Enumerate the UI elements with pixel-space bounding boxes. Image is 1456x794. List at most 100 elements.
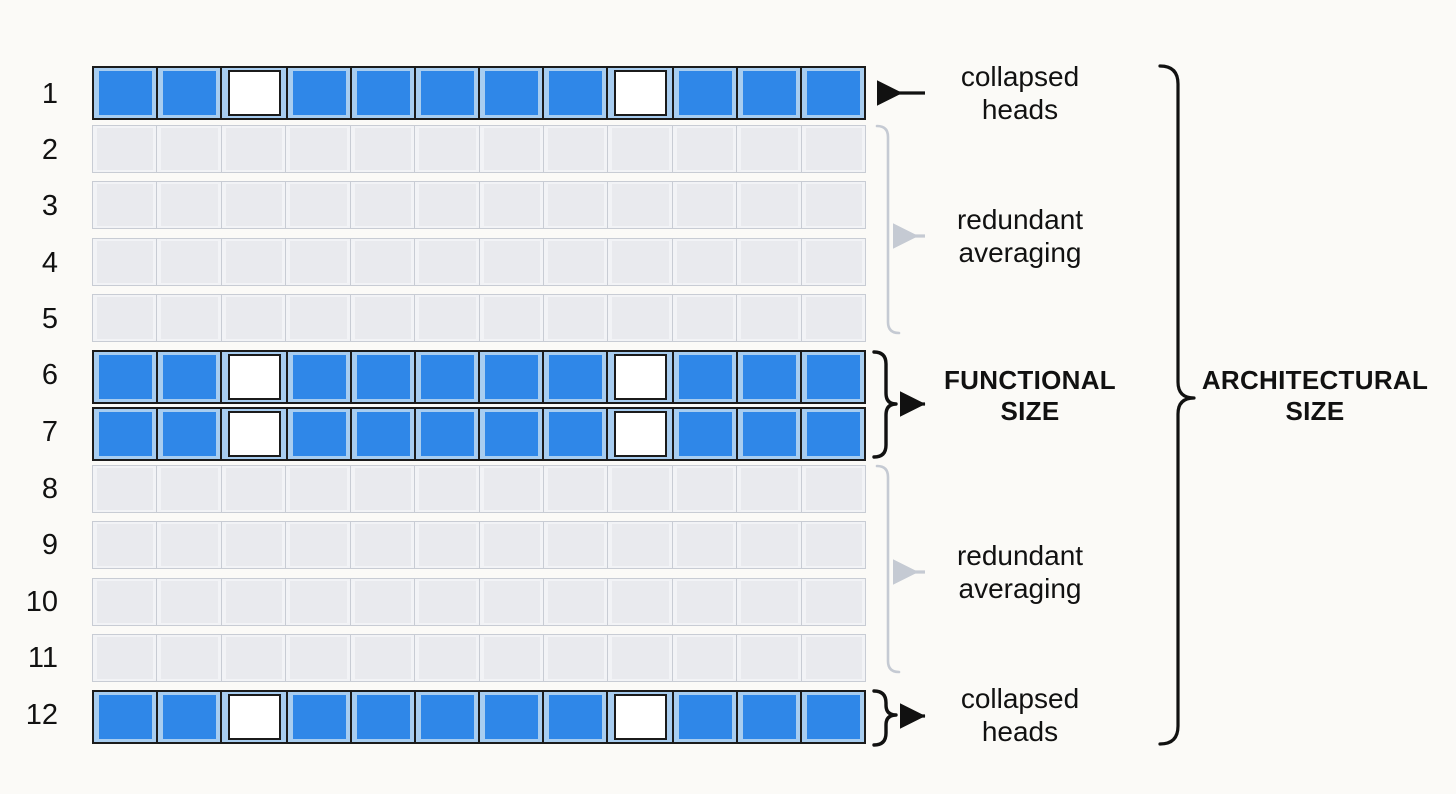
- attention-head-cell[interactable]: [350, 295, 416, 341]
- attention-head-cell[interactable]: [93, 126, 158, 172]
- attention-head-cell[interactable]: [157, 295, 222, 341]
- attention-head-cell[interactable]: [802, 409, 864, 459]
- attention-head-cell[interactable]: [157, 522, 222, 568]
- layer-row-8[interactable]: [92, 465, 866, 513]
- attention-head-cell[interactable]: [737, 466, 802, 512]
- layer-row-7[interactable]: [92, 407, 866, 461]
- attention-head-cell[interactable]: [286, 579, 351, 625]
- attention-head-cell[interactable]: [738, 409, 802, 459]
- attention-head-cell[interactable]: [738, 692, 802, 742]
- attention-head-cell[interactable]: [350, 182, 416, 228]
- attention-head-cell[interactable]: [94, 68, 158, 118]
- attention-head-cell[interactable]: [288, 68, 352, 118]
- layer-row-12[interactable]: [92, 690, 866, 744]
- attention-head-cell[interactable]: [93, 579, 158, 625]
- attention-head-cell[interactable]: [737, 126, 802, 172]
- attention-head-cell[interactable]: [158, 692, 222, 742]
- attention-head-cell[interactable]: [544, 68, 608, 118]
- attention-head-cell[interactable]: [93, 239, 158, 285]
- attention-head-cell[interactable]: [94, 352, 158, 402]
- attention-head-cell[interactable]: [672, 466, 738, 512]
- attention-head-cell[interactable]: [801, 126, 866, 172]
- attention-head-cell[interactable]: [737, 579, 802, 625]
- attention-head-cell[interactable]: [608, 239, 673, 285]
- attention-head-cell[interactable]: [801, 579, 866, 625]
- attention-head-cell[interactable]: [543, 466, 609, 512]
- attention-head-cell[interactable]: [543, 579, 609, 625]
- attention-head-cell[interactable]: [608, 295, 673, 341]
- attention-head-cell[interactable]: [737, 295, 802, 341]
- attention-head-cell[interactable]: [415, 126, 480, 172]
- attention-head-cell[interactable]: [221, 239, 287, 285]
- attention-head-cell[interactable]: [350, 466, 416, 512]
- attention-head-cell[interactable]: [737, 182, 802, 228]
- attention-head-cell[interactable]: [479, 239, 544, 285]
- attention-head-cell[interactable]: [801, 239, 866, 285]
- attention-head-cell[interactable]: [94, 409, 158, 459]
- attention-head-cell[interactable]: [352, 692, 416, 742]
- attention-head-cell[interactable]: [801, 522, 866, 568]
- attention-head-cell[interactable]: [288, 352, 352, 402]
- attention-head-cell[interactable]: [286, 522, 351, 568]
- attention-head-cell[interactable]: [93, 466, 158, 512]
- attention-head-cell[interactable]: [674, 692, 738, 742]
- attention-head-cell[interactable]: [415, 579, 480, 625]
- attention-head-cell[interactable]: [544, 409, 608, 459]
- attention-head-cell[interactable]: [608, 466, 673, 512]
- attention-head-cell[interactable]: [415, 295, 480, 341]
- attention-head-cell[interactable]: [480, 352, 544, 402]
- attention-head-cell[interactable]: [674, 352, 738, 402]
- attention-head-cell[interactable]: [480, 692, 544, 742]
- attention-head-cell[interactable]: [416, 692, 480, 742]
- attention-head-cell[interactable]: [672, 126, 738, 172]
- attention-head-cell[interactable]: [286, 126, 351, 172]
- attention-head-cell[interactable]: [286, 466, 351, 512]
- attention-head-cell[interactable]: [416, 352, 480, 402]
- attention-head-cell[interactable]: [93, 182, 158, 228]
- attention-head-cell[interactable]: [479, 182, 544, 228]
- attention-head-cell[interactable]: [738, 352, 802, 402]
- attention-head-cell[interactable]: [802, 68, 864, 118]
- attention-head-cell[interactable]: [543, 239, 609, 285]
- attention-head-cell[interactable]: [674, 68, 738, 118]
- layer-row-2[interactable]: [92, 125, 866, 173]
- attention-head-cell[interactable]: [94, 692, 158, 742]
- attention-head-cell[interactable]: [350, 522, 416, 568]
- attention-head-cell[interactable]: [801, 635, 866, 681]
- attention-head-cell[interactable]: [221, 295, 287, 341]
- layer-row-6[interactable]: [92, 350, 866, 404]
- collapsed-head-cell[interactable]: [608, 409, 674, 459]
- attention-head-cell[interactable]: [352, 68, 416, 118]
- attention-head-cell[interactable]: [543, 635, 609, 681]
- attention-head-cell[interactable]: [350, 239, 416, 285]
- attention-head-cell[interactable]: [672, 522, 738, 568]
- attention-head-cell[interactable]: [288, 409, 352, 459]
- attention-head-cell[interactable]: [93, 522, 158, 568]
- attention-head-cell[interactable]: [543, 522, 609, 568]
- attention-head-cell[interactable]: [737, 522, 802, 568]
- attention-head-cell[interactable]: [738, 68, 802, 118]
- attention-head-cell[interactable]: [480, 68, 544, 118]
- attention-head-cell[interactable]: [737, 635, 802, 681]
- attention-head-cell[interactable]: [674, 409, 738, 459]
- attention-head-cell[interactable]: [544, 692, 608, 742]
- attention-head-cell[interactable]: [802, 692, 864, 742]
- attention-head-cell[interactable]: [737, 239, 802, 285]
- attention-head-cell[interactable]: [352, 352, 416, 402]
- layer-row-10[interactable]: [92, 578, 866, 626]
- attention-head-cell[interactable]: [415, 182, 480, 228]
- attention-head-cell[interactable]: [350, 635, 416, 681]
- attention-head-cell[interactable]: [350, 579, 416, 625]
- attention-head-cell[interactable]: [672, 579, 738, 625]
- collapsed-head-cell[interactable]: [222, 68, 288, 118]
- attention-head-cell[interactable]: [157, 579, 222, 625]
- attention-head-cell[interactable]: [479, 579, 544, 625]
- attention-head-cell[interactable]: [288, 692, 352, 742]
- attention-head-cell[interactable]: [93, 635, 158, 681]
- attention-head-cell[interactable]: [608, 182, 673, 228]
- attention-head-cell[interactable]: [801, 466, 866, 512]
- attention-head-cell[interactable]: [480, 409, 544, 459]
- attention-head-cell[interactable]: [221, 635, 287, 681]
- collapsed-head-cell[interactable]: [608, 692, 674, 742]
- attention-head-cell[interactable]: [352, 409, 416, 459]
